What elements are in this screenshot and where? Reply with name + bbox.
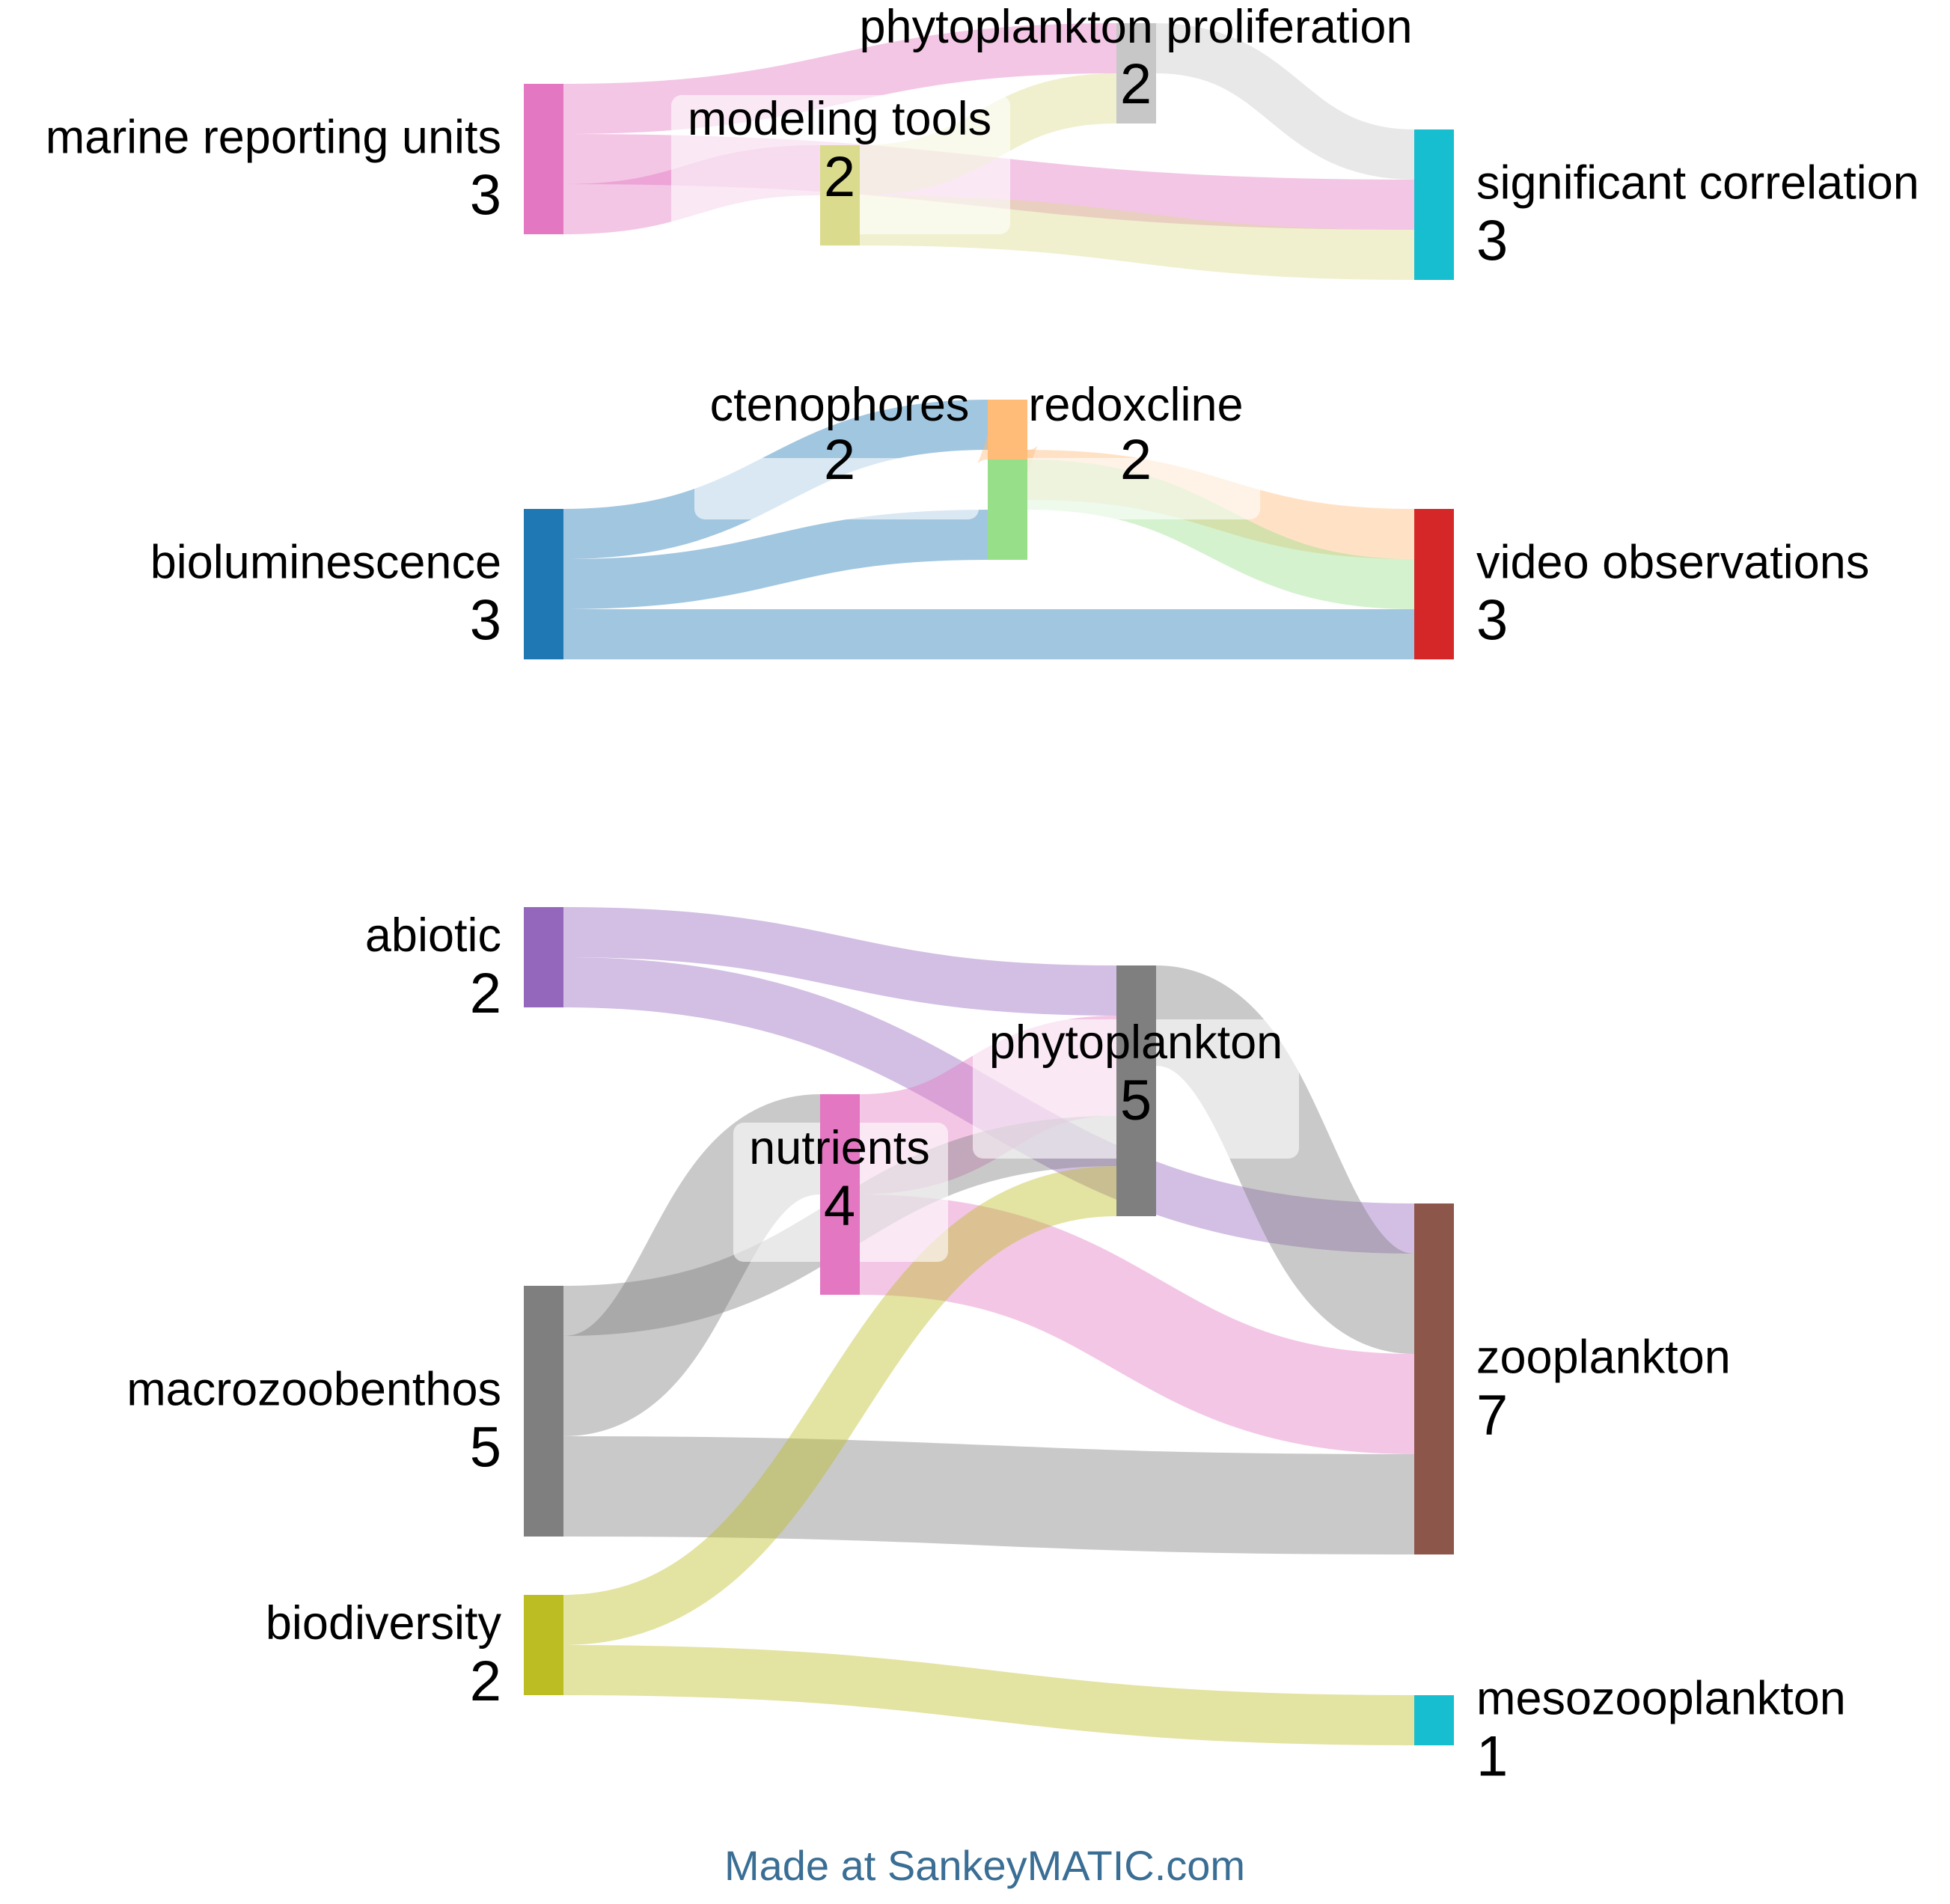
node-vid[interactable] [1414,509,1454,659]
label-background-red [1013,458,1260,519]
sankey-nodes [524,23,1454,1745]
link-mru-to-pp[interactable] [563,23,1117,134]
node-pp[interactable] [1116,23,1156,123]
link-nut-to-zoo[interactable] [859,1194,1415,1454]
node-bio[interactable] [524,509,563,659]
node-value-nut: 4 [824,1174,855,1238]
node-label-mt: modeling tools [688,93,991,145]
node-value-mes: 1 [1476,1725,1508,1789]
node-label-mes: mesozooplankton [1476,1673,1846,1725]
link-bdv-to-mes[interactable] [563,1645,1415,1745]
link-bio-to-red[interactable] [563,510,988,609]
node-label-zoo: zooplankton [1476,1331,1731,1384]
node-label-abi: abiotic [365,909,501,962]
link-abi-to-phy[interactable] [563,907,1117,1016]
node-nut[interactable] [820,1094,860,1295]
sankey-links [560,23,1419,1745]
node-value-bdv: 2 [470,1650,501,1713]
node-sc[interactable] [1414,129,1454,280]
node-label-mru: marine reporting units [46,112,501,164]
node-value-bio: 3 [470,589,501,653]
footer-credit[interactable]: Made at SankeyMATIC.com [724,1842,1245,1889]
node-value-cte: 2 [824,428,855,492]
node-value-red: 2 [1120,428,1152,492]
link-pp-to-sc[interactable] [1155,23,1415,180]
node-label-nut: nutrients [749,1122,930,1174]
node-mru[interactable] [524,84,563,234]
link-bdv-to-phy[interactable] [563,1166,1117,1645]
node-value-abi: 2 [470,962,501,1025]
node-label-sc: significant correlation [1476,157,1919,210]
node-value-pp: 2 [1120,52,1152,116]
node-value-mt: 2 [824,145,855,209]
node-label-vid: video observations [1476,537,1869,589]
node-red[interactable] [988,460,1027,560]
node-mt[interactable] [820,145,860,245]
node-zoo[interactable] [1414,1203,1454,1554]
node-bdv[interactable] [524,1595,563,1695]
node-abi[interactable] [524,907,563,1007]
node-value-mac: 5 [470,1416,501,1480]
link-mac-to-zoo[interactable] [563,1436,1415,1554]
node-label-red: redoxcline [1028,379,1243,431]
node-value-zoo: 7 [1476,1384,1508,1447]
node-label-pp: phytoplankton proliferation [860,1,1413,53]
node-value-mru: 3 [470,164,501,228]
node-mac[interactable] [524,1286,563,1537]
node-label-phy: phytoplankton [989,1016,1283,1069]
node-label-cte: ctenophores [710,379,970,431]
node-label-bdv: biodiversity [266,1597,502,1650]
node-mes[interactable] [1414,1695,1454,1745]
node-value-phy: 5 [1120,1069,1152,1132]
node-phy[interactable] [1116,965,1156,1216]
node-value-sc: 3 [1476,210,1508,273]
node-label-bio: bioluminescence [150,537,501,589]
node-label-mac: macrozoobenthos [126,1364,501,1416]
label-background-cte [694,458,979,519]
node-value-vid: 3 [1476,589,1508,653]
